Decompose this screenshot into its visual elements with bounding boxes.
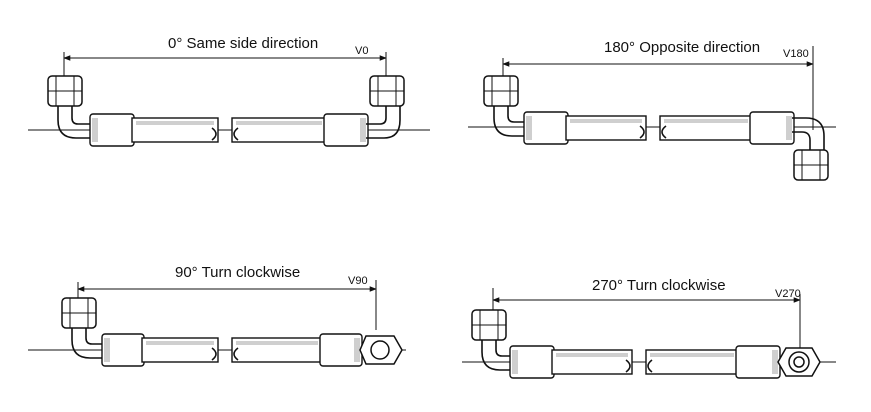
- left-nut: [47, 75, 83, 107]
- panel-code: V270: [775, 288, 801, 300]
- panel-code: V180: [783, 48, 809, 60]
- left-ferrule: [101, 333, 145, 367]
- hose-segment-left: [141, 337, 219, 363]
- left-nut: [61, 297, 97, 329]
- right-ferrule: [323, 113, 369, 147]
- right-eye-fitting: [359, 335, 403, 365]
- left-ferrule: [89, 113, 135, 147]
- panel-code: V0: [355, 45, 368, 57]
- left-elbow: [57, 106, 92, 139]
- left-nut: [483, 75, 519, 107]
- panel-title: 90° Turn clockwise: [175, 264, 300, 281]
- hose-segment-left: [551, 349, 633, 375]
- panel-code: V90: [348, 275, 368, 287]
- panel-v270: 270° Turn clockwise V270: [462, 277, 836, 379]
- hose-segment-right: [659, 115, 753, 141]
- panel-v90: 90° Turn clockwise V90: [28, 264, 406, 367]
- hose-segment-left: [565, 115, 647, 141]
- hose-segment-left: [131, 117, 219, 143]
- right-elbow: [366, 106, 401, 139]
- left-elbow: [71, 328, 104, 359]
- right-eye-fitting: [777, 347, 821, 377]
- left-nut: [471, 309, 507, 341]
- hose-segment-right: [231, 117, 327, 143]
- right-elbow: [792, 117, 825, 150]
- left-elbow: [481, 340, 512, 371]
- hose-segment-right: [645, 349, 739, 375]
- right-ferrule: [749, 111, 795, 145]
- panel-v0: 0° Same side direction V0: [28, 35, 430, 147]
- left-elbow: [493, 106, 526, 137]
- panel-title: 180° Opposite direction: [604, 39, 760, 56]
- panel-title: 0° Same side direction: [168, 35, 318, 52]
- left-ferrule: [523, 111, 569, 145]
- hose-segment-right: [231, 337, 323, 363]
- left-ferrule: [509, 345, 555, 379]
- right-nut: [369, 75, 405, 107]
- right-ferrule: [319, 333, 363, 367]
- right-nut: [793, 149, 829, 181]
- panel-title: 270° Turn clockwise: [592, 277, 726, 294]
- panel-v180: 180° Opposite direction V180: [468, 39, 836, 181]
- right-ferrule: [735, 345, 781, 379]
